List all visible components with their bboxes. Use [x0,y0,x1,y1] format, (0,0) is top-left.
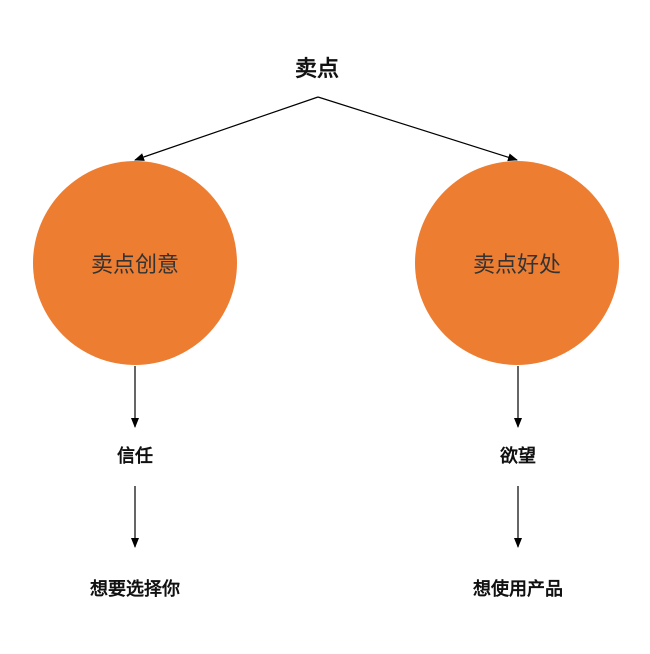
right-circle-label: 卖点好处 [472,253,562,278]
root-to-left-arrow [134,96,319,161]
root-title: 卖点 [294,57,340,82]
right-circle [415,161,619,365]
root-to-right-arrow [317,96,518,162]
left-circle-label: 卖点创意 [90,253,180,278]
right-step1-label: 欲望 [500,446,536,467]
left-circle [33,161,237,365]
left-step2-label: 想要选择你 [90,579,180,600]
right-step2-label: 想使用产品 [473,579,563,600]
left-step1-label: 信任 [117,446,153,467]
